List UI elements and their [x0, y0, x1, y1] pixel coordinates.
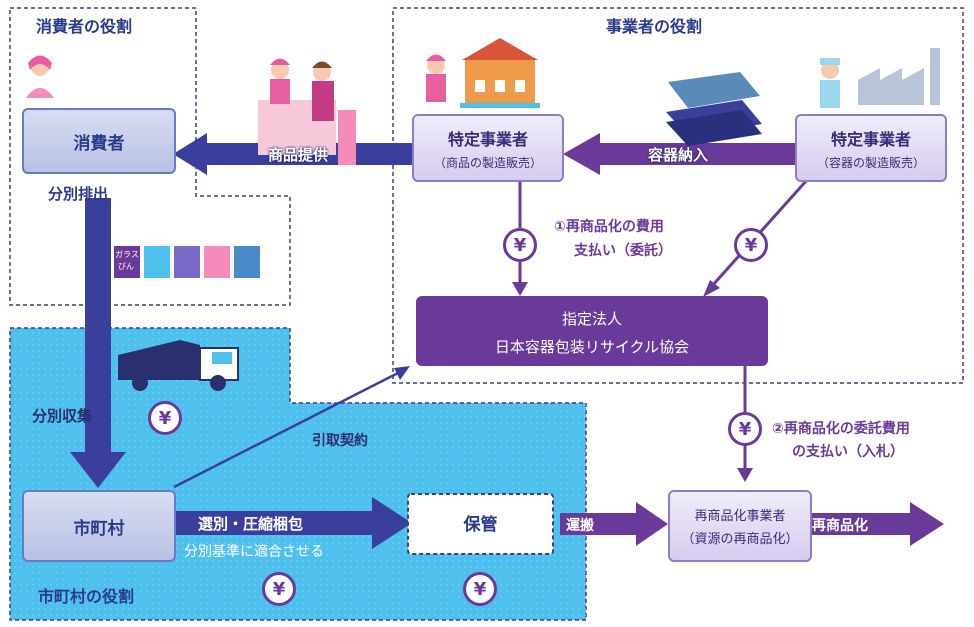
- yen-icon-payment2: ¥: [728, 412, 762, 446]
- retailer-subtitle: （商品の製造販売）: [433, 155, 542, 170]
- glass-bin-label-line1: ガラス: [115, 250, 139, 259]
- municipality-role-title: 市町村の役割: [38, 587, 135, 606]
- recycler-line2: （資源の再商品化）: [681, 532, 799, 547]
- sorted-disposal-label: 分別排出: [48, 185, 109, 203]
- recycler-node: 再商品化事業者 （資源の再商品化）: [668, 490, 812, 562]
- payment2-line2: の支払い（入札）: [792, 444, 904, 460]
- recycling-label: 再商品化: [812, 518, 868, 534]
- business-role-region: [392, 7, 964, 384]
- yen-icon-container-maker: ¥: [734, 228, 768, 262]
- recycler-line1: 再商品化事業者: [694, 509, 786, 524]
- yen-icon-payment1: ¥: [503, 228, 537, 262]
- business-role-title: 事業者の役割: [606, 17, 703, 36]
- consumer-role-region: [9, 7, 291, 306]
- recycling-output-arrow: [808, 502, 944, 546]
- container-delivery-label: 容器納入: [648, 146, 709, 164]
- glass-bin-label-line2: びん: [118, 262, 134, 271]
- container-maker-title: 特定事業者: [830, 129, 911, 149]
- transport-arrow: [560, 502, 668, 546]
- consumer-role-title: 消費者の役割: [36, 17, 133, 36]
- jcpra-line1: 指定法人: [561, 310, 622, 328]
- pickup-contract-label: 引取契約: [312, 433, 368, 449]
- container-maker-subtitle: （容器の製造販売）: [816, 155, 925, 170]
- product-supply-label: 商品提供: [268, 146, 329, 164]
- payment2-line1: ②再商品化の委託費用: [772, 421, 910, 437]
- consumer-node: 消費者: [22, 108, 176, 174]
- storage-box-bg: [407, 493, 554, 555]
- sorting-compression-label: 選別・圧縮梱包: [198, 515, 304, 533]
- transport-label: 運搬: [566, 518, 594, 534]
- yen-icon-sorting: ¥: [262, 572, 296, 606]
- sorted-collection-label: 分別収集: [32, 407, 93, 425]
- yen-icon-storage: ¥: [463, 572, 497, 606]
- recycling-bins-icon: [114, 246, 260, 278]
- garbage-truck-icon: [118, 340, 239, 391]
- factory-icon: [820, 48, 940, 108]
- consumer-person-icon: [26, 55, 54, 98]
- container-maker-node: 特定事業者 （容器の製造販売）: [795, 114, 947, 182]
- sorting-arrow: [175, 497, 412, 549]
- payment1-line2: 支払い（委託）: [574, 243, 672, 259]
- yen-icon-collection: ¥: [148, 401, 182, 435]
- payment1-line1: ①再商品化の費用: [554, 219, 664, 235]
- retail-store-icon: [426, 38, 540, 108]
- container-trays-icon: [666, 72, 762, 146]
- sorting-standard-label: 分別基準に適合させる: [184, 544, 324, 560]
- container-delivery-arrow: [563, 133, 795, 175]
- jcpra-box-bg: [416, 296, 768, 366]
- shop-illustration-icon: [258, 58, 356, 165]
- retailer-node: 特定事業者 （商品の製造販売）: [412, 114, 564, 182]
- jcpra-line2: 日本容器包装リサイクル協会: [494, 338, 690, 356]
- sorted-disposal-arrow: [70, 198, 126, 488]
- retailer-title: 特定事業者: [447, 129, 528, 149]
- pickup-contract-arrow: [173, 366, 410, 489]
- municipality-node: 市町村: [22, 490, 176, 562]
- storage-node: 保管: [463, 515, 498, 535]
